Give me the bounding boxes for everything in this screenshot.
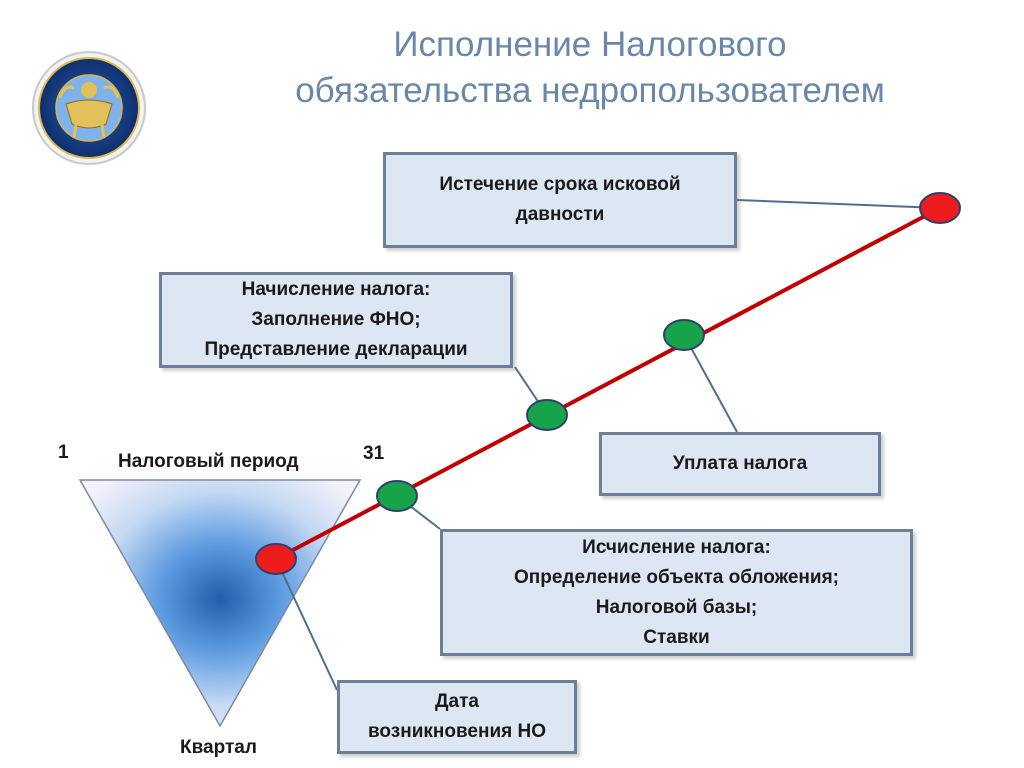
calculation-line-2: Определение объекта обложения; — [513, 566, 839, 588]
calculation-line-3: Налоговой базы; — [595, 596, 758, 618]
slide-title: Исполнение Налогового обязательства недр… — [200, 22, 980, 114]
limitation-box: Истечение срока исковой давности — [383, 152, 737, 248]
tax-service-emblem-icon — [32, 51, 146, 165]
milestone-calculation — [376, 480, 418, 512]
connector-origin — [275, 558, 338, 691]
limitation-line-2: давности — [515, 204, 605, 225]
connector-payment — [683, 334, 738, 433]
title-line-1: Исполнение Налогового — [393, 25, 787, 64]
limitation-line-1: Истечение срока исковой — [439, 174, 681, 195]
accrual-line-3: Представление декларации — [204, 339, 468, 360]
accrual-box: Начисление налога: Заполнение ФНО; Предс… — [159, 272, 513, 368]
period-end-label: 31 — [363, 443, 385, 464]
period-bottom-label: Квартал — [180, 737, 257, 758]
accrual-line-2: Заполнение ФНО; — [251, 309, 421, 330]
milestone-accrual — [526, 399, 568, 431]
origin-box: Дата возникновения НО — [337, 680, 577, 754]
calculation-line-1: Исчисление налога: — [582, 536, 771, 558]
milestone-limitation — [919, 192, 961, 224]
period-title: Налоговый период — [118, 451, 299, 472]
milestone-origin — [255, 543, 297, 575]
connector-limitation — [736, 199, 941, 209]
title-line-2: обязательства недропользователем — [295, 71, 885, 110]
period-start-label: 1 — [58, 442, 69, 463]
calculation-box: Исчисление налога: Определение объекта о… — [440, 529, 913, 656]
accrual-line-1: Начисление налога: — [241, 279, 431, 300]
origin-line-2: возникновения НО — [368, 721, 546, 742]
calculation-line-4: Ставки — [643, 626, 710, 648]
timeline-line — [275, 206, 941, 561]
origin-line-1: Дата — [435, 691, 479, 712]
payment-line-1: Уплата налога — [672, 453, 808, 474]
tax-period-triangle — [78, 479, 362, 728]
payment-box: Уплата налога — [599, 432, 881, 496]
milestone-payment — [663, 319, 705, 351]
